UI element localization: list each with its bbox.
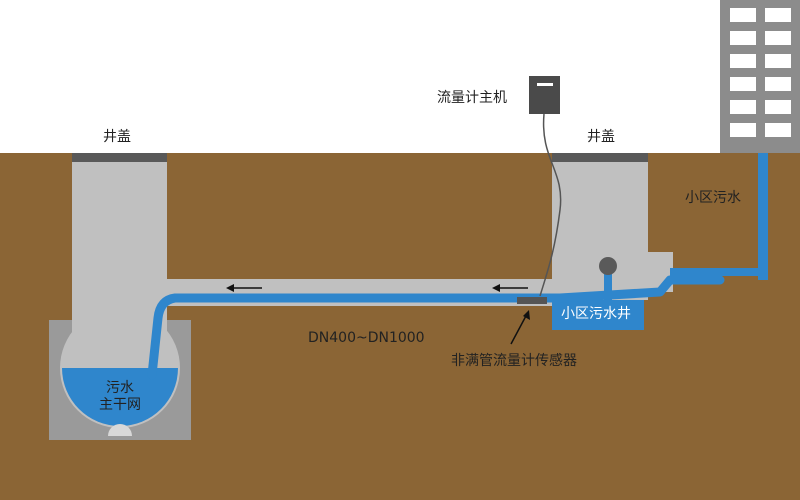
right-cover-label: 井盖: [587, 129, 615, 145]
window: [765, 8, 791, 22]
main-network-label: 污水 主干网: [80, 380, 160, 414]
flowmeter-host-box: [529, 76, 560, 114]
community-sewage-label: 小区污水: [685, 190, 741, 206]
main-network-label-line1: 污水: [106, 380, 134, 396]
community-well-water: [552, 300, 644, 330]
window: [730, 54, 756, 68]
window: [730, 77, 756, 91]
sensor-cable: [539, 113, 562, 297]
window: [730, 31, 756, 45]
pipe-size-label: DN400~DN1000: [308, 330, 425, 346]
window: [765, 77, 791, 91]
community-well-shaft: [552, 158, 648, 300]
sewage-flow-stream: [147, 275, 725, 380]
chamber-outlet: [108, 424, 132, 436]
arrow-up-right-icon: [510, 310, 530, 345]
window: [765, 123, 791, 137]
left-cover-label: 井盖: [103, 129, 131, 145]
sensor-device: [517, 297, 547, 304]
arrow-left-icon: [492, 284, 528, 292]
window: [730, 100, 756, 114]
arrow-left-icon: [226, 284, 262, 292]
window: [730, 8, 756, 22]
host-display: [537, 83, 553, 86]
inlet-drip: [604, 270, 612, 302]
building-drain-pipe: [758, 153, 768, 280]
sensor-label: 非满管流量计传感器: [451, 353, 577, 369]
flowmeter-host-label: 流量计主机: [437, 90, 507, 106]
community-well-label: 小区污水井: [561, 306, 631, 322]
window: [765, 31, 791, 45]
window: [765, 100, 791, 114]
right-manhole-cover: [552, 153, 648, 162]
inlet-pipe-end: [599, 257, 617, 275]
main-network-label-line2: 主干网: [99, 397, 141, 413]
window: [730, 123, 756, 137]
left-manhole-cover: [72, 153, 167, 162]
window: [765, 54, 791, 68]
